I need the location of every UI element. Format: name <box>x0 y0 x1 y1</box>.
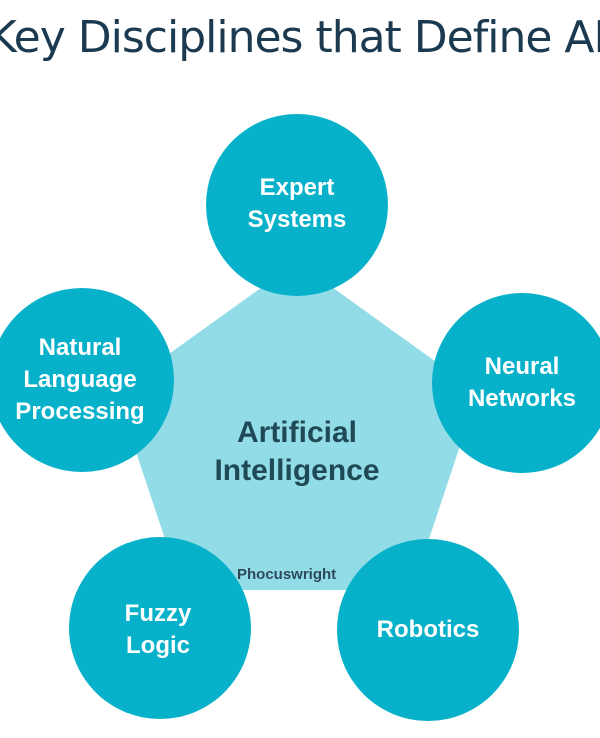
circle-neural-networks <box>432 293 600 473</box>
slide-title: Key Disciplines that Define AI <box>0 12 600 63</box>
node-robotics: Robotics <box>376 616 480 643</box>
pentagon <box>116 262 478 590</box>
circle-fuzzy-logic <box>69 537 251 719</box>
circle-robotics <box>337 539 519 721</box>
circle-expert-systems <box>206 114 388 296</box>
phocuswright-logo: Phocuswright <box>237 566 337 583</box>
circle-nlp <box>0 288 174 472</box>
